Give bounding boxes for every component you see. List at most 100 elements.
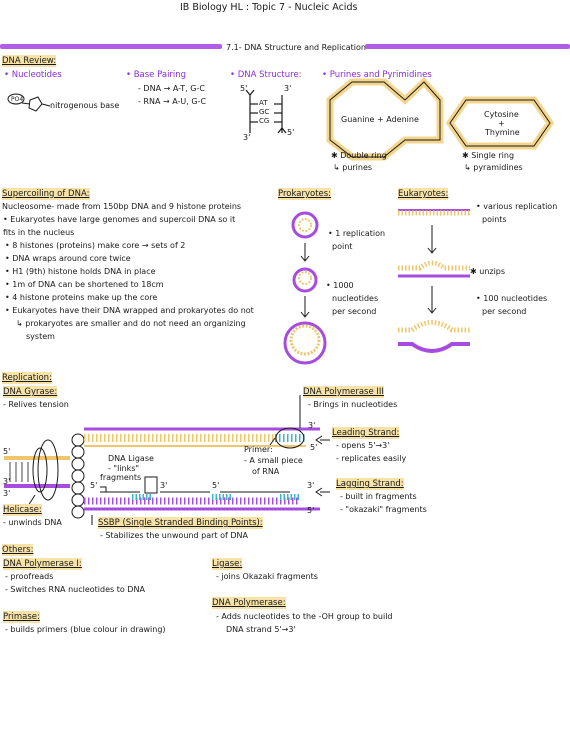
fork-end-label-2: 3' — [308, 421, 316, 430]
primer-desc-0: - A small piece — [244, 456, 303, 465]
lagging-desc-1: - "okazaki" fragments — [340, 505, 427, 514]
fork-end-label-4: 5' — [90, 481, 98, 490]
pyrimidine-shape — [445, 96, 555, 150]
dna-polymerase-desc-1: DNA strand 5'→3' — [226, 625, 296, 634]
page-title: IB Biology HL : Topic 7 - Nucleic Acids — [180, 2, 358, 13]
ligase-desc: - joins Okazaki fragments — [216, 572, 318, 581]
prokaryotes-rate-1: nucleotides — [332, 294, 379, 303]
pair-at: AT — [259, 99, 268, 107]
pair-gc: GC — [259, 108, 270, 116]
purine-shape — [326, 76, 444, 161]
section-bar-right — [365, 44, 570, 49]
fork-end-label-1: 3' — [3, 489, 11, 498]
lagging-desc-0: - built in fragments — [340, 492, 417, 501]
replication-fork-drawing — [4, 395, 330, 525]
fork-end-label-9: 3' — [3, 477, 11, 486]
gyrase-desc: - Relives tension — [3, 400, 69, 409]
cytosine-label: Cytosine — [484, 110, 519, 119]
thymine-label: Thymine — [485, 128, 520, 137]
fork-end-label-8: 5' — [307, 506, 315, 515]
ssbp-heading: SSBP (Single Stranded Binding Points): — [98, 517, 263, 529]
ligase-label-2: fragments — [100, 473, 142, 482]
dna-structure-5prime: 5' — [240, 84, 248, 93]
nucleotides-label: • Nucleotides — [4, 70, 62, 80]
supercoiling-heading: Supercoiling of DNA: — [2, 188, 90, 200]
prokaryotes-point-1: point — [332, 242, 353, 251]
leading-desc-0: - opens 5'→3' — [336, 441, 390, 450]
helicase-desc: - unwinds DNA — [3, 518, 62, 527]
double-ring-label: ✱ Double ring — [331, 151, 387, 160]
supercoiling-line-8: • Eukaryotes have their DNA wrapped and … — [5, 306, 254, 315]
supercoiling-line-6: • 1m of DNA can be shortened to 18cm — [5, 280, 164, 289]
pair-cg: CG — [259, 117, 270, 125]
polymerase3-desc: - Brings in nucleotides — [308, 400, 398, 409]
ligase-label-1: - "links" — [108, 464, 140, 473]
supercoiling-line-1: • Eukaryotes have large genomes and supe… — [3, 215, 236, 224]
supercoiling-line-0: Nucleosome- made from 150bp DNA and 9 hi… — [2, 202, 242, 211]
purines-pyrimidines-label: • Purines and Pyrimidines — [322, 70, 432, 80]
prokaryotes-rate-0: • 1000 — [326, 281, 354, 290]
gyrase-heading: DNA Gyrase: — [3, 386, 58, 398]
supercoiling-line-2: fits in the nucleus — [3, 228, 75, 237]
dna-structure-3prime: 3' — [284, 84, 292, 93]
prokaryotes-heading: Prokaryotes: — [278, 188, 332, 200]
dna-structure-5prime-bottom: 5' — [287, 128, 295, 137]
ligase-heading: Ligase: — [212, 558, 243, 570]
section-heading: 7.1- DNA Structure and Replication — [226, 43, 366, 52]
purines-label: ↳ purines — [333, 163, 373, 172]
primase-desc: - builds primers (blue colour in drawing… — [5, 625, 166, 634]
dna-review-heading: DNA Review: — [2, 55, 57, 67]
pyrimidines-label: ↳ pyramidines — [464, 163, 523, 172]
ligase-label-0: DNA Ligase — [108, 454, 154, 463]
base-pairing-dna: - DNA → A-T, G-C — [138, 84, 205, 93]
lagging-heading: Lagging Strand: — [336, 478, 404, 490]
pol1-heading: DNA Polymerase I: — [3, 558, 82, 570]
po4-label: PO4 — [11, 96, 24, 103]
helicase-heading: Helicase: — [3, 504, 42, 516]
fork-end-label-0: 5' — [3, 447, 11, 456]
dna-polymerase-desc-0: - Adds nucleotides to the -OH group to b… — [216, 612, 393, 621]
base-pairing-rna: - RNA → A-U, G-C — [138, 97, 207, 106]
eukaryote-replication-drawing — [398, 209, 470, 353]
others-heading: Others: — [2, 544, 34, 556]
supercoiling-line-10: system — [26, 332, 55, 341]
leading-heading: Leading Strand: — [332, 427, 400, 439]
dna-structure-ladder — [245, 89, 287, 134]
primer-heading: Primer: — [244, 445, 273, 454]
nitrogenous-base-label: nitrogenous base — [50, 101, 120, 110]
primer-desc-1: of RNA — [252, 467, 280, 476]
supercoiling-line-9: ↳ prokaryotes are smaller and do not nee… — [16, 319, 246, 328]
nucleotide-drawing — [7, 93, 51, 112]
prokaryote-replication-drawing — [283, 211, 327, 365]
dna-polymerase-heading: DNA Polymerase: — [212, 597, 286, 609]
prokaryotes-rate-2: per second — [332, 307, 377, 316]
eukaryotes-points-0: • various replication — [476, 202, 558, 211]
polymerase3-heading: DNA Polymerase III — [303, 386, 384, 398]
pol1-desc-1: - Switches RNA nucleotides to DNA — [5, 585, 145, 594]
section-bar-left — [0, 44, 222, 49]
fork-end-label-5: 3' — [160, 481, 168, 490]
guanine-adenine-label: Guanine + Adenine — [341, 115, 419, 124]
fork-end-label-6: 5' — [212, 481, 220, 490]
eukaryotes-points-1: points — [482, 215, 507, 224]
pol1-desc-0: - proofreads — [5, 572, 54, 581]
supercoiling-line-7: • 4 histone proteins make up the core — [5, 293, 158, 302]
ssbp-desc: - Stabilizes the unwound part of DNA — [100, 531, 248, 540]
leading-desc-1: - replicates easily — [336, 454, 407, 463]
supercoiling-line-3: • 8 histones (proteins) make core → sets… — [5, 241, 186, 250]
dna-structure-3prime-bottom: 3' — [243, 133, 251, 142]
primase-heading: Primase: — [3, 611, 40, 623]
eukaryotes-rate-0: • 100 nucleotides — [476, 294, 548, 303]
eukaryotes-heading: Eukaryotes: — [398, 188, 449, 200]
fork-end-label-3: 5' — [310, 443, 318, 452]
base-pairing-label: • Base Pairing — [126, 70, 187, 80]
eukaryotes-unzips: ✱ unzips — [470, 267, 506, 276]
fork-end-label-7: 3' — [307, 481, 315, 490]
supercoiling-line-5: • H1 (9th) histone holds DNA in place — [5, 267, 156, 276]
supercoiling-line-4: • DNA wraps around core twice — [5, 254, 131, 263]
plus-label: + — [498, 119, 505, 128]
eukaryotes-rate-1: per second — [482, 307, 527, 316]
prokaryotes-point-0: • 1 replication — [328, 229, 386, 238]
single-ring-label: ✱ Single ring — [462, 151, 515, 160]
